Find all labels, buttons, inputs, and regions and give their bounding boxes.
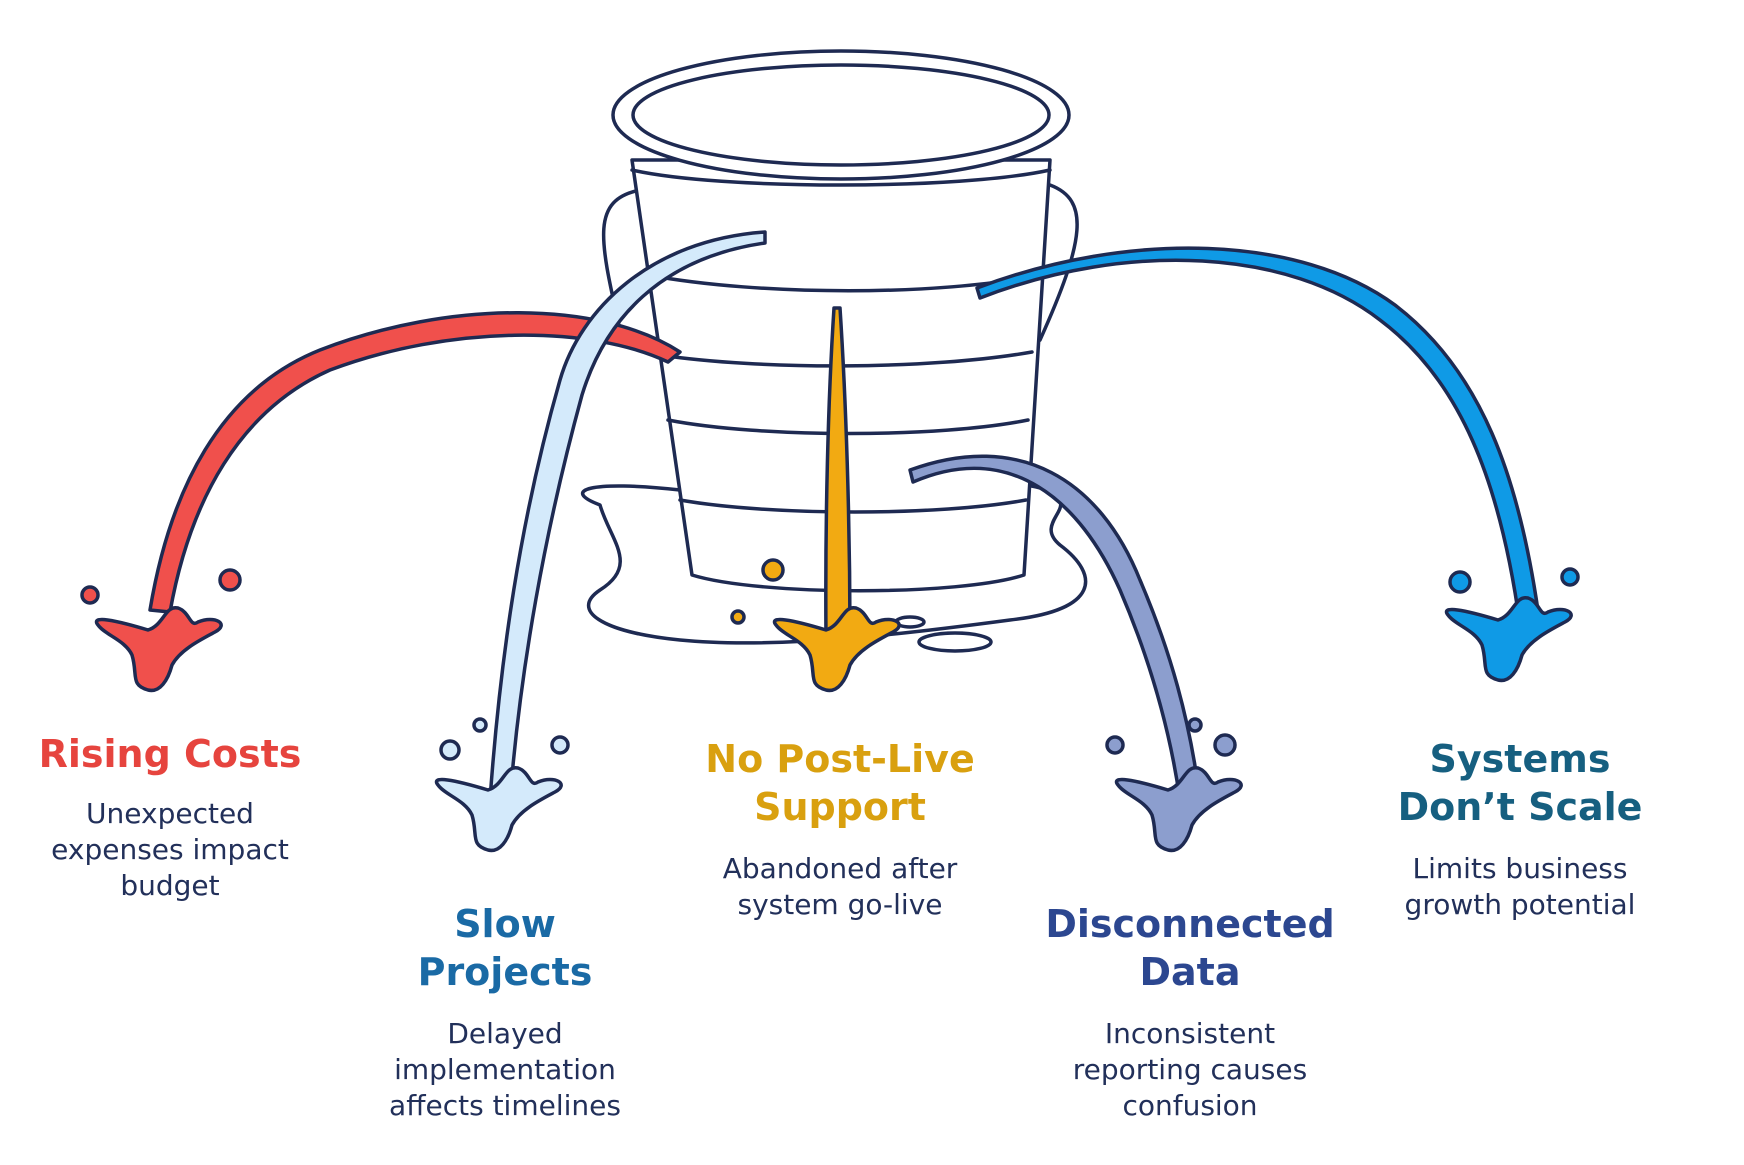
bucket-band <box>678 498 1028 514</box>
splash-drop <box>1448 570 1472 594</box>
title-disconnected-data: Disconnected Data <box>1045 902 1335 994</box>
splash-drop <box>1213 733 1237 757</box>
bucket-handle <box>1038 183 1079 342</box>
bucket-band <box>666 418 1030 436</box>
splash-drop <box>80 585 100 605</box>
desc-disconnected-data: Inconsistent reporting causes confusion <box>1072 1017 1308 1122</box>
title-slow-projects: Slow Projects <box>417 902 593 994</box>
splash-drop <box>550 735 570 755</box>
splash-disconnected-data <box>1114 766 1243 853</box>
bucket-rim <box>611 49 1071 181</box>
puddle-drop <box>917 631 993 653</box>
stream-rising-costs <box>148 311 682 614</box>
splash-drop <box>1187 717 1203 733</box>
splash-drop <box>439 739 461 761</box>
title-systems-dont-scale: Systems Don’t Scale <box>1397 737 1643 829</box>
desc-rising-costs: Unexpected expenses impact budget <box>51 797 289 902</box>
title-no-post-live-support: No Post-Live Support <box>705 737 975 829</box>
desc-slow-projects: Delayed implementation affects timelines <box>389 1017 621 1122</box>
splash-drop <box>1560 567 1580 587</box>
label-slow-projects: Slow Projects Delayed implementation aff… <box>355 900 655 1124</box>
label-rising-costs: Rising Costs Unexpected expenses impact … <box>20 730 320 904</box>
splash-drop <box>472 717 488 733</box>
splash-drop <box>730 609 746 625</box>
bucket-rim-band <box>630 168 1052 187</box>
splash-slow-projects <box>434 766 563 853</box>
splash-drop <box>1105 735 1125 755</box>
splash-systems-dont-scale <box>1444 596 1573 683</box>
label-no-post-live-support: No Post-Live Support Abandoned after sys… <box>680 735 1000 923</box>
desc-no-post-live-support: Abandoned after system go-live <box>722 852 958 921</box>
bucket-band <box>658 350 1034 368</box>
bucket-rim-inner <box>631 63 1051 167</box>
splash-rising-costs <box>94 606 223 693</box>
desc-systems-dont-scale: Limits business growth potential <box>1404 852 1636 921</box>
splash-drop <box>761 558 785 582</box>
label-disconnected-data: Disconnected Data Inconsistent reporting… <box>1030 900 1350 1124</box>
title-rising-costs: Rising Costs <box>38 732 302 776</box>
splash-no-post-live-support <box>772 606 901 693</box>
splash-drop <box>218 568 242 592</box>
stream-systems-dont-scale <box>975 246 1542 627</box>
label-systems-dont-scale: Systems Don’t Scale Limits business grow… <box>1360 735 1680 923</box>
